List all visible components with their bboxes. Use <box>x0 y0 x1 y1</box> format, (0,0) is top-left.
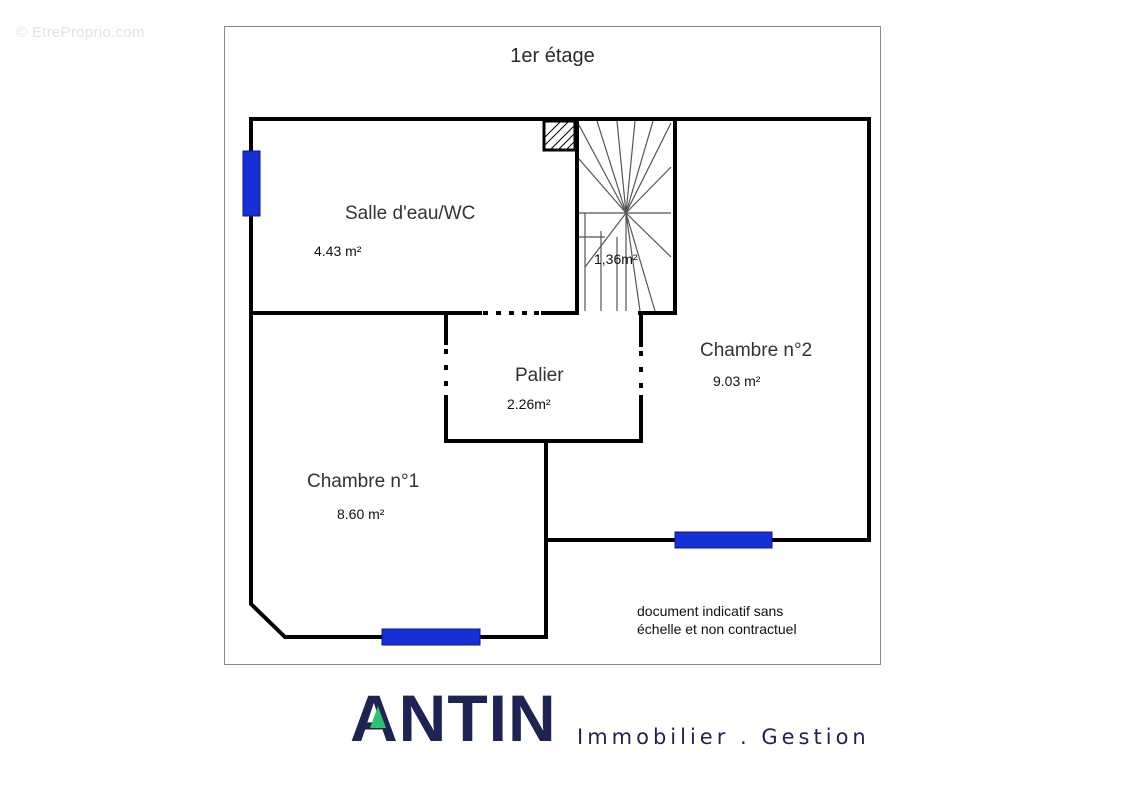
windows <box>242 150 773 646</box>
room-area-bedroom-2: 9.03 m² <box>713 373 761 389</box>
room-area-bathroom: 4.43 m² <box>314 243 362 259</box>
disclaimer-line-2: échelle et non contractuel <box>637 621 797 637</box>
disclaimer-line-1: document indicatif sans <box>637 603 784 619</box>
room-area-staircase: 1,36m² <box>594 251 638 267</box>
floor-plan-drawing <box>242 117 871 646</box>
room-name-bedroom-2: Chambre n°2 <box>700 340 813 361</box>
window-bedroom-1 <box>381 628 481 646</box>
brand-tagline: Immobilier . Gestion <box>577 725 870 749</box>
watermark-text: © EtreProprio.com <box>16 24 145 41</box>
room-area-landing: 2.26m² <box>507 396 551 412</box>
plan-title: 1er étage <box>510 45 595 67</box>
door-openings <box>444 311 643 400</box>
brand-accent-icon <box>370 706 386 728</box>
staircase <box>578 120 672 312</box>
brand-name: ANTIN <box>350 681 557 755</box>
room-name-landing: Palier <box>515 365 564 386</box>
outer-wall <box>249 117 871 639</box>
room-area-bedroom-1: 8.60 m² <box>337 506 385 522</box>
room-name-bedroom-1: Chambre n°1 <box>307 471 420 492</box>
disclaimer-note: document indicatif sans échelle et non c… <box>637 602 797 638</box>
walls <box>249 117 871 639</box>
hatched-shaft <box>542 119 577 152</box>
room-name-bathroom: Salle d'eau/WC <box>345 203 476 224</box>
window-bedroom-2 <box>674 531 773 549</box>
window-bathroom <box>242 150 261 217</box>
floor-plan-frame: 1er étage <box>224 26 881 665</box>
